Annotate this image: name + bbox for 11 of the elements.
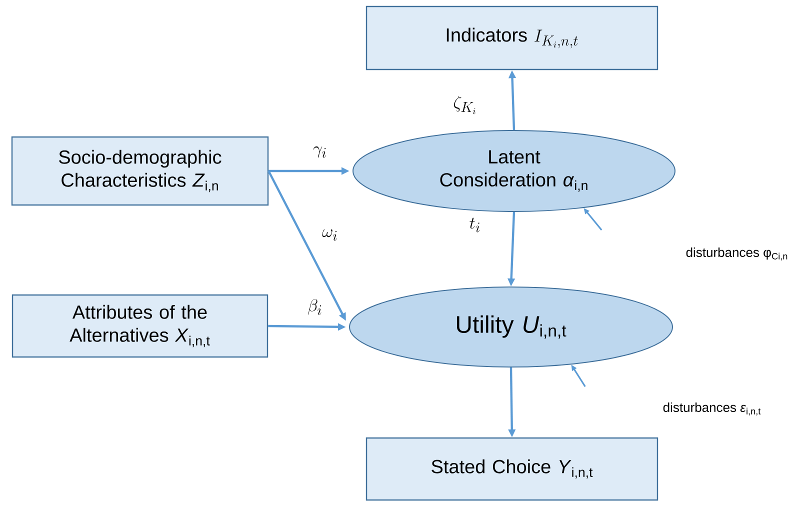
process-box: Socio-demographic Characteristics Z$_{i,n}$ [11,136,269,206]
edge-label: $\omega_i$ [322,229,337,241]
process-box: Stated Choice Y$_{i,n,t}$ [366,437,658,501]
disturbance-label: disturbances φ$_{Ci,n}$ [686,247,788,261]
disturbance-label: disturbances ε$_{i,n,t}$ [663,402,761,416]
edge-label: $t_i$ [470,218,480,232]
edge-label: $\gamma_i$ [313,146,326,158]
edge-label: $\zeta_{K_i}$ [454,96,476,114]
process-box: Attributes of the Alternatives X$_{i,n,t}$ [12,294,268,358]
edge-label: $\beta_i$ [308,299,322,315]
process-box: $\text{Indicators }I_{K_i,n,t}$ [366,6,658,70]
